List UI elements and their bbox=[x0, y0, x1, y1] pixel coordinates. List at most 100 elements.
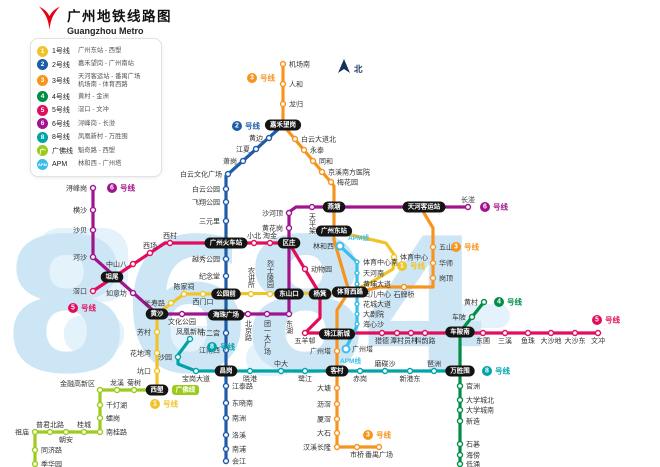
station-dot-line5[interactable] bbox=[501, 329, 509, 337]
station-dot-line2[interactable] bbox=[222, 431, 230, 439]
station-dot-line3[interactable] bbox=[400, 283, 408, 291]
station-dot-line4[interactable] bbox=[456, 451, 464, 459]
station-dot-apm[interactable] bbox=[354, 321, 360, 327]
interchange-station[interactable] bbox=[322, 201, 346, 213]
station-dot-gf[interactable] bbox=[46, 428, 54, 436]
station-dot-line3[interactable] bbox=[333, 347, 341, 355]
station-dot-line5[interactable] bbox=[250, 239, 258, 247]
interchange-station[interactable] bbox=[214, 365, 238, 377]
station-dot-line2[interactable] bbox=[265, 134, 273, 142]
station-dot-gf[interactable] bbox=[31, 460, 39, 467]
station-dot-line5[interactable] bbox=[146, 249, 154, 257]
station-dot-line3[interactable] bbox=[375, 443, 383, 451]
station-dot-line8[interactable] bbox=[277, 367, 285, 375]
station-dot-line8[interactable] bbox=[186, 335, 194, 343]
station-dot-line6[interactable] bbox=[244, 310, 252, 318]
station-dot-line6[interactable] bbox=[285, 310, 293, 318]
station-dot-line8[interactable] bbox=[246, 367, 254, 375]
apm-terminal-icon[interactable] bbox=[335, 241, 345, 251]
station-dot-line5[interactable] bbox=[89, 287, 97, 295]
station-dot-line3[interactable] bbox=[309, 157, 317, 165]
station-dot-line5[interactable] bbox=[479, 329, 487, 337]
station-dot-gf[interactable] bbox=[80, 428, 88, 436]
interchange-station[interactable] bbox=[308, 288, 332, 300]
interchange-station[interactable] bbox=[274, 288, 304, 300]
station-dot-line3[interactable] bbox=[429, 259, 437, 267]
station-dot-line3[interactable] bbox=[318, 168, 326, 176]
station-dot-line5[interactable] bbox=[594, 329, 602, 337]
station-dot-line4[interactable] bbox=[456, 382, 464, 390]
interchange-station[interactable] bbox=[318, 328, 356, 340]
station-dot-line8[interactable] bbox=[356, 367, 364, 375]
station-dot-line1[interactable] bbox=[153, 349, 161, 357]
interchange-station[interactable] bbox=[277, 237, 301, 249]
station-dot-line2[interactable] bbox=[224, 170, 232, 178]
station-dot-gf[interactable] bbox=[96, 401, 104, 409]
station-dot-line1[interactable] bbox=[153, 367, 161, 375]
station-dot-line2[interactable] bbox=[222, 346, 230, 354]
station-dot-line3[interactable] bbox=[353, 443, 361, 451]
station-dot-line1[interactable] bbox=[390, 253, 398, 261]
station-dot-line2[interactable] bbox=[222, 217, 230, 225]
station-dot-line2[interactable] bbox=[222, 414, 230, 422]
station-dot-line2[interactable] bbox=[222, 272, 230, 280]
interchange-station[interactable] bbox=[264, 119, 302, 131]
interchange-station[interactable] bbox=[145, 384, 169, 396]
station-dot-line4[interactable] bbox=[456, 460, 464, 467]
interchange-station[interactable] bbox=[331, 286, 369, 298]
station-dot-line5[interactable] bbox=[301, 329, 309, 337]
station-dot-line1[interactable] bbox=[266, 290, 274, 298]
station-dot-line5[interactable] bbox=[571, 329, 579, 337]
station-dot-gf[interactable] bbox=[113, 386, 121, 394]
station-dot-line4[interactable] bbox=[456, 417, 464, 425]
station-dot-line6[interactable] bbox=[464, 203, 472, 211]
station-dot-apm[interactable] bbox=[354, 270, 360, 276]
station-dot-line5[interactable] bbox=[524, 329, 532, 337]
station-dot-line1[interactable] bbox=[199, 290, 207, 298]
station-dot-line2[interactable] bbox=[222, 329, 230, 337]
station-dot-line4[interactable] bbox=[468, 313, 476, 321]
station-dot-gf[interactable] bbox=[31, 446, 39, 454]
station-dot-line2[interactable] bbox=[222, 457, 230, 465]
station-dot-line8[interactable] bbox=[381, 367, 389, 375]
station-dot-line5[interactable] bbox=[407, 329, 415, 337]
station-dot-line8[interactable] bbox=[174, 353, 182, 361]
station-dot-line1[interactable] bbox=[247, 290, 255, 298]
station-dot-line5[interactable] bbox=[301, 265, 309, 273]
station-dot-line2[interactable] bbox=[222, 399, 230, 407]
interchange-station[interactable] bbox=[325, 365, 349, 377]
interchange-station[interactable] bbox=[445, 326, 475, 338]
station-dot-line2[interactable] bbox=[222, 198, 230, 206]
interchange-station[interactable] bbox=[204, 237, 248, 249]
station-dot-line6[interactable] bbox=[89, 184, 97, 192]
station-dot-line6[interactable] bbox=[285, 224, 293, 232]
station-dot-line4[interactable] bbox=[456, 440, 464, 448]
station-dot-line6[interactable] bbox=[89, 206, 97, 214]
station-dot-line5[interactable] bbox=[393, 329, 401, 337]
station-dot-line6[interactable] bbox=[308, 203, 316, 211]
interchange-station[interactable] bbox=[100, 271, 124, 283]
station-dot-line3[interactable] bbox=[333, 400, 341, 408]
station-dot-line8[interactable] bbox=[192, 367, 200, 375]
station-dot-line5[interactable] bbox=[421, 329, 429, 337]
station-dot-line5[interactable] bbox=[166, 239, 174, 247]
interchange-station[interactable] bbox=[145, 308, 169, 320]
station-dot-line6[interactable] bbox=[129, 289, 137, 297]
station-dot-line5[interactable] bbox=[547, 329, 555, 337]
station-dot-line2[interactable] bbox=[222, 255, 230, 263]
station-dot-apm[interactable] bbox=[354, 301, 360, 307]
station-dot-apm[interactable] bbox=[354, 281, 360, 287]
station-dot-line4[interactable] bbox=[480, 298, 488, 306]
station-dot-apm[interactable] bbox=[354, 259, 360, 265]
station-dot-line3[interactable] bbox=[300, 146, 308, 154]
station-dot-line5[interactable] bbox=[266, 239, 274, 247]
station-dot-line6[interactable] bbox=[89, 253, 97, 261]
interchange-station[interactable] bbox=[402, 201, 446, 213]
station-dot-line8[interactable] bbox=[301, 367, 309, 375]
station-dot-line2[interactable] bbox=[222, 185, 230, 193]
station-dot-line1[interactable] bbox=[180, 290, 188, 298]
station-dot-gf[interactable] bbox=[62, 428, 70, 436]
station-dot-gf[interactable] bbox=[31, 428, 39, 436]
station-dot-line3[interactable] bbox=[333, 429, 341, 437]
station-dot-line1[interactable] bbox=[153, 328, 161, 336]
